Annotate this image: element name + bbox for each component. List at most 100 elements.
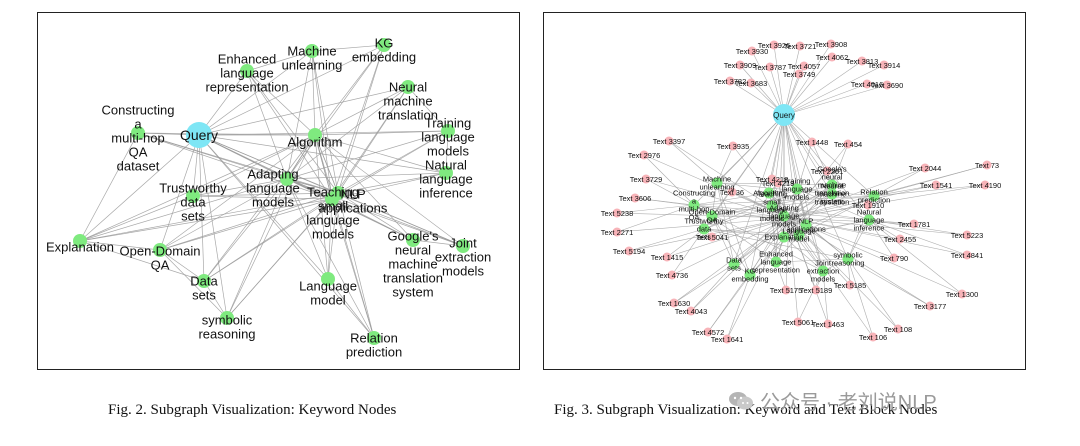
edge xyxy=(783,56,833,116)
edge xyxy=(716,182,833,195)
edge xyxy=(159,134,316,251)
text-block-node xyxy=(879,60,889,70)
text-block-node xyxy=(612,208,622,218)
edge xyxy=(693,192,770,206)
edge xyxy=(286,50,313,180)
text-block-node xyxy=(909,219,919,229)
keyword-node-machine-unlearning xyxy=(711,177,723,189)
figure-3-caption: Fig. 3. Subgraph Visualization: Keyword … xyxy=(554,402,938,418)
edge xyxy=(693,204,807,226)
text-block-label: Text 3908 xyxy=(815,40,848,49)
edge xyxy=(445,130,449,174)
text-block-node xyxy=(857,56,867,66)
text-block-node xyxy=(765,62,775,72)
keyword-node-explanation xyxy=(778,231,790,243)
edge xyxy=(703,114,785,230)
text-block-label: Text 3782 xyxy=(714,77,747,86)
edge xyxy=(337,172,447,194)
text-block-node xyxy=(863,200,873,210)
edge xyxy=(286,178,333,200)
edge xyxy=(788,217,851,286)
edge xyxy=(783,45,801,116)
text-block-label: Text 3926 xyxy=(758,41,791,50)
edge xyxy=(159,198,333,251)
text-block-label: Text 3721 xyxy=(784,42,817,51)
edge xyxy=(79,134,316,242)
edge xyxy=(137,132,333,200)
text-block-label: Text 1910 xyxy=(852,201,885,210)
text-block-label: Text 2271 xyxy=(601,228,634,237)
edge xyxy=(331,198,375,339)
edge xyxy=(847,258,874,338)
edge xyxy=(286,130,449,180)
keyword-node-natural-language-inference xyxy=(863,214,875,226)
edge xyxy=(733,193,833,265)
edge xyxy=(783,43,832,116)
text-block-label: Text 2976 xyxy=(628,151,661,160)
edge xyxy=(198,134,375,339)
edge xyxy=(79,198,333,242)
keyword-node-explanation xyxy=(73,234,87,248)
text-block-node xyxy=(845,280,855,290)
edge xyxy=(314,134,329,280)
text-block-label: Text 3177 xyxy=(914,302,947,311)
edge xyxy=(771,205,870,221)
keyword-label-explanation: Explanation xyxy=(764,233,803,242)
text-block-node xyxy=(664,136,674,146)
edge xyxy=(226,198,333,319)
text-block-node xyxy=(667,270,677,280)
text-block-node xyxy=(920,163,930,173)
edge xyxy=(645,178,790,219)
edge xyxy=(203,134,316,282)
edge xyxy=(783,114,824,272)
edge xyxy=(311,50,316,136)
text-block-node xyxy=(799,61,809,71)
text-block-node xyxy=(794,69,804,79)
keyword-node-nlp-applications xyxy=(800,219,812,231)
text-block-node xyxy=(862,79,872,89)
keyword-node-algorithm xyxy=(308,128,322,142)
text-block-label: Text 1463 xyxy=(812,320,845,329)
edge xyxy=(788,167,926,219)
edge xyxy=(703,228,785,238)
edge xyxy=(314,134,333,200)
edge xyxy=(327,198,333,280)
edge xyxy=(198,86,409,136)
text-block-node xyxy=(703,327,713,337)
keyword-node-training-language-models xyxy=(441,124,455,138)
text-block-node xyxy=(982,160,992,170)
edge xyxy=(337,130,449,194)
text-block-node xyxy=(931,180,941,190)
keyword-node-teaching-small-language-models xyxy=(766,200,778,212)
edge xyxy=(773,44,785,116)
edge xyxy=(822,270,829,325)
edge xyxy=(286,86,409,180)
edge xyxy=(327,278,375,339)
edge xyxy=(788,217,899,330)
edge xyxy=(783,114,875,197)
edge xyxy=(847,258,899,330)
keyword-node-language-model xyxy=(321,272,335,286)
text-block-node xyxy=(895,234,905,244)
edge xyxy=(246,70,339,194)
text-block-label: Text 4016 xyxy=(851,80,884,89)
keyword-node-symbolic-reasoning xyxy=(842,253,854,265)
text-block-node xyxy=(822,166,832,176)
keyword-node-enhanced-language-representation xyxy=(240,64,254,78)
edge xyxy=(159,134,200,251)
keyword-node-neural-machine-translation xyxy=(826,188,838,200)
text-block-label: Text 1541 xyxy=(920,181,953,190)
